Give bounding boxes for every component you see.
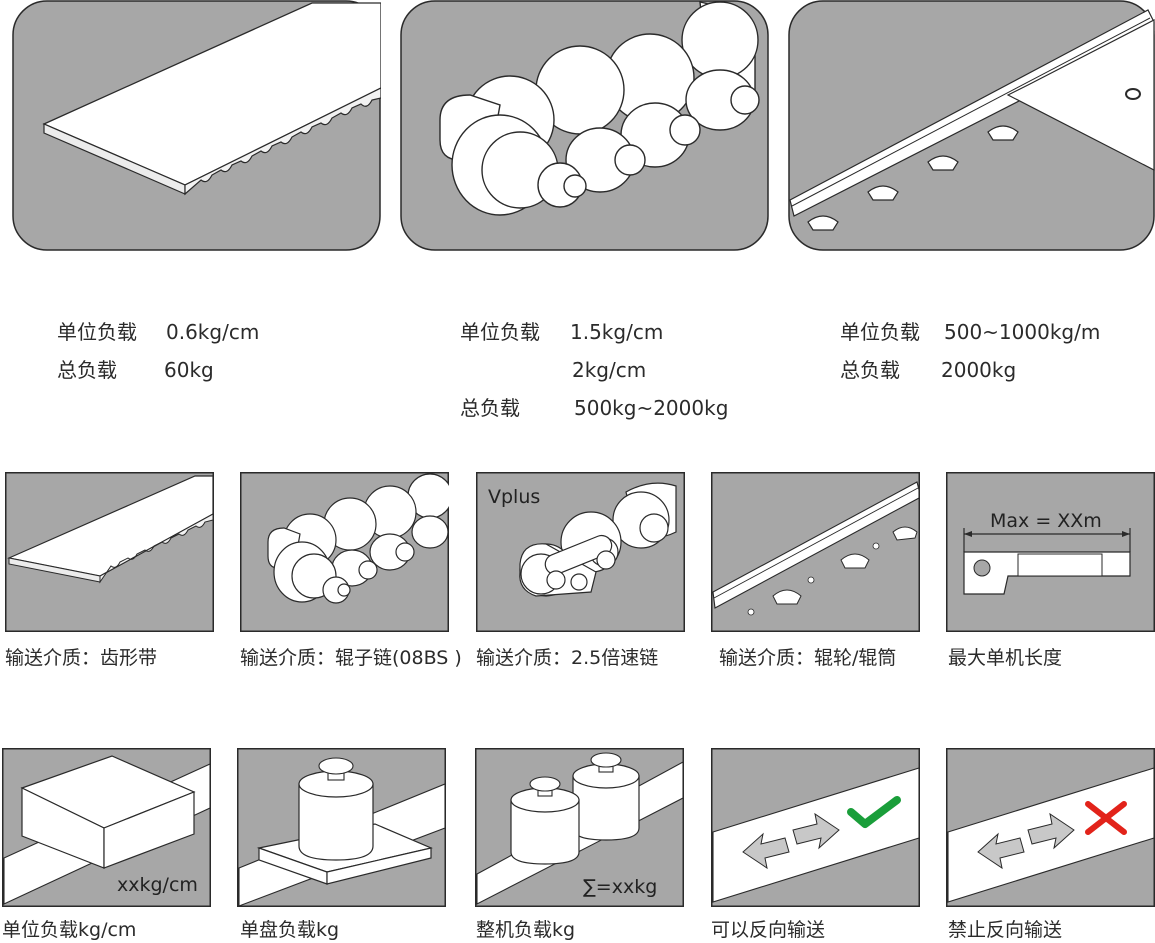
spec-3-load-label: 单位负载 [840,320,920,344]
roller-conveyor-illustration [788,0,1155,251]
toothed-belt-illustration [12,0,381,251]
two-weights-icon: ∑=xxkg [475,748,684,907]
spec-1-load-label: 单位负载 [57,320,137,344]
roller-conveyor-icon [711,472,920,632]
spec-2-load-label: 单位负载 [460,320,540,344]
total-load-label: ∑=xxkg [583,876,658,898]
spec-3-load-value: 500~1000kg/m [944,320,1101,344]
spec-2-load-value-2: 2kg/cm [572,358,647,382]
vplus-label: Vplus [488,486,541,508]
roller-chain-illustration [400,0,769,251]
spec-1-total-label: 总负载 [57,358,117,382]
caption-total-load: 整机负载kg [476,919,576,941]
max-length-label: Max = XXm [990,510,1102,532]
max-length-icon: Max = XXm [946,472,1155,632]
caption-roller-conveyor: 输送介质：辊轮/辊筒 [719,647,897,669]
reversible-check-icon [711,748,920,907]
spec-1-total-value: 60kg [164,358,214,382]
speed-chain-icon: Vplus [476,472,685,632]
caption-roller-chain: 输送介质：辊子链(08BS ) [240,647,462,669]
spec-3-total-label: 总负载 [840,358,900,382]
weight-on-pallet-icon [237,748,446,907]
spec-2-total-label: 总负载 [460,396,520,420]
toothed-belt-icon [5,472,214,632]
caption-speed-chain: 输送介质：2.5倍速链 [476,647,659,669]
box-on-belt-icon: xxkg/cm [2,748,211,907]
caption-non-reversible: 禁止反向输送 [948,919,1063,941]
caption-max-length: 最大单机长度 [948,647,1063,669]
roller-chain-icon [240,472,449,632]
non-reversible-cross-icon [946,748,1155,907]
unit-load-label: xxkg/cm [117,874,198,896]
caption-reversible: 可以反向输送 [711,919,826,941]
spec-1-load-value: 0.6kg/cm [166,320,260,344]
caption-pallet-load: 单盘负载kg [240,919,340,941]
spec-3-total-value: 2000kg [941,358,1017,382]
caption-toothed-belt: 输送介质：齿形带 [5,647,158,669]
spec-2-load-value: 1.5kg/cm [570,320,664,344]
caption-unit-load: 单位负载kg/cm [2,919,137,941]
spec-2-total-value: 500kg~2000kg [574,396,729,420]
